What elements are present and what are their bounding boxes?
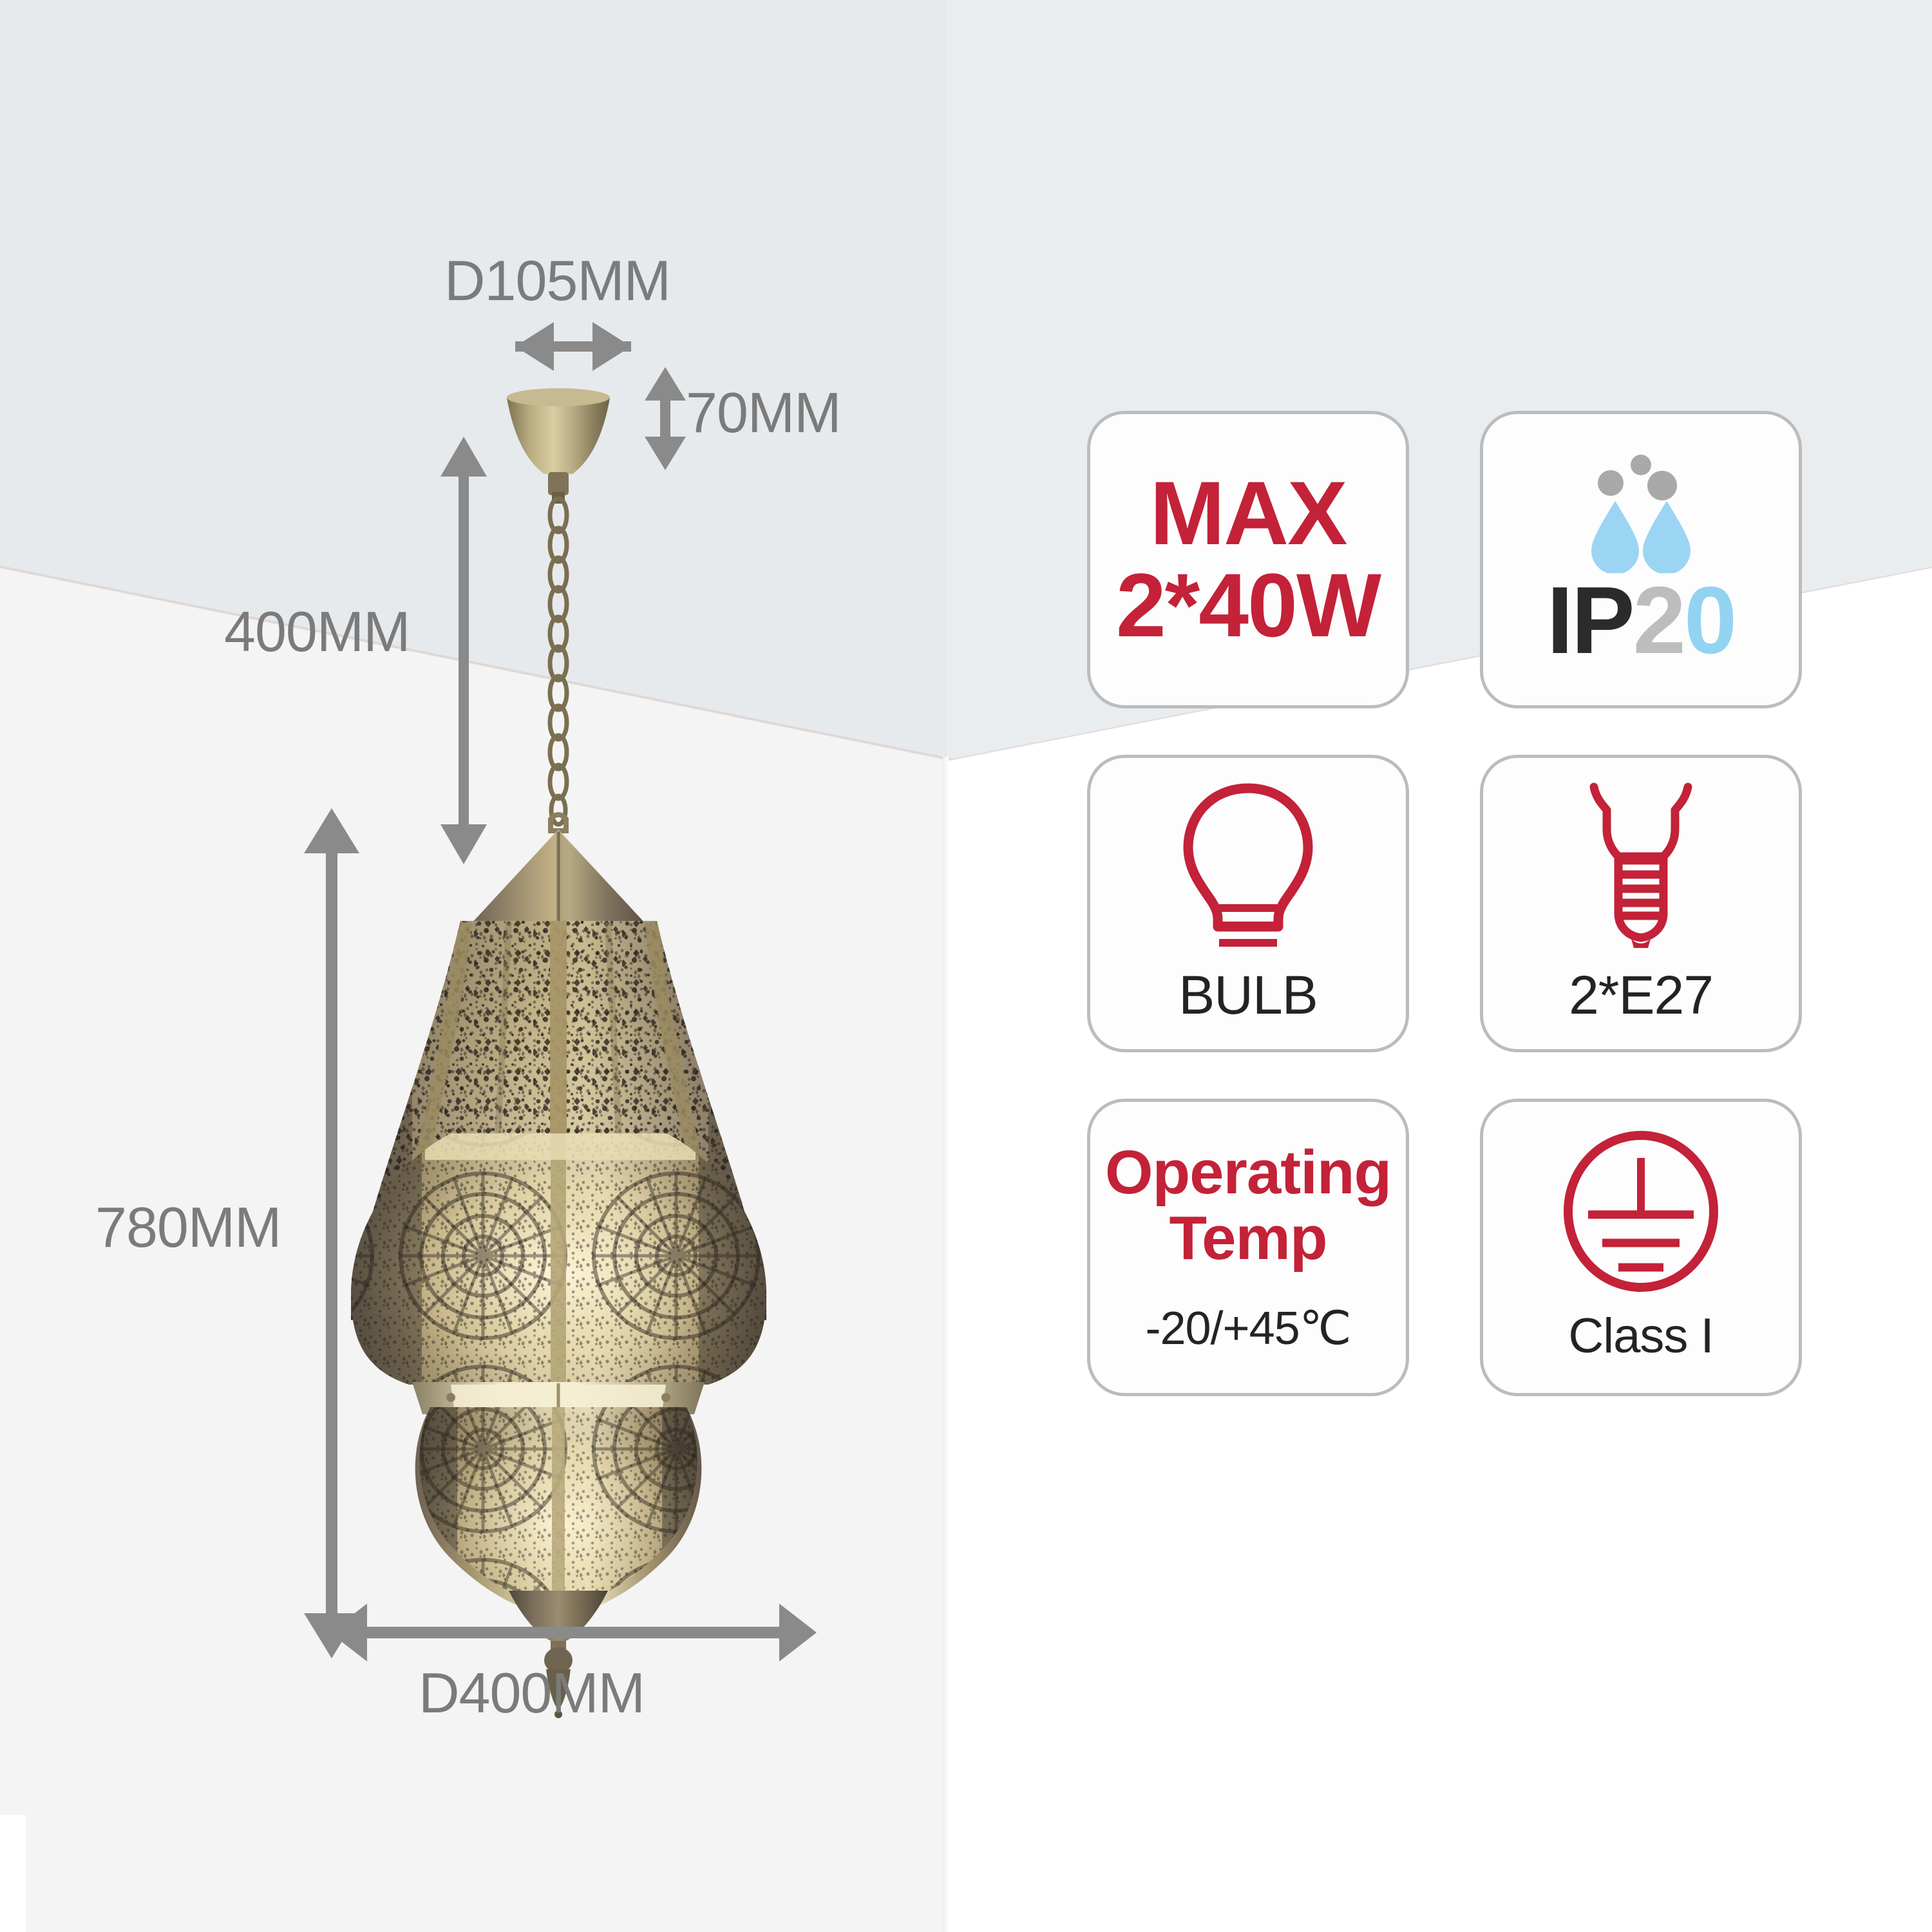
wall-corner-edge <box>943 757 949 1932</box>
operating-temp-value: -20/+45℃ <box>1145 1302 1351 1354</box>
water-drops-icon <box>1591 455 1690 573</box>
lamp-illuminated-dome <box>351 1133 766 1385</box>
dimension-label-fixture-diameter: D400MM <box>419 1661 645 1725</box>
ip-liquids-digit: 0 <box>1683 567 1737 674</box>
suspension-chain <box>547 496 569 827</box>
bottom-finial <box>544 1641 573 1718</box>
dimension-label-fixture-height: 780MM <box>95 1195 281 1259</box>
dimension-label-canopy-diameter: D105MM <box>444 249 671 312</box>
e27-screw-base-icon <box>1589 782 1692 948</box>
earth-ground-icon <box>1564 1131 1718 1292</box>
lamp-lower-bulb <box>415 1407 702 1643</box>
bulb-label: BULB <box>1179 965 1318 1025</box>
operating-temp-title-line1: Operating <box>1104 1138 1392 1208</box>
ip-solids-digit: 2 <box>1633 567 1686 674</box>
operating-temp-title: Operating Temp <box>1104 1138 1392 1273</box>
light-bulb-icon <box>1183 783 1313 947</box>
ip-rating-text: IP 2 0 <box>1546 567 1737 674</box>
operating-temp-title-line2: Temp <box>1169 1204 1328 1273</box>
badge-bulb-type[interactable]: BULB <box>1087 755 1409 1052</box>
dimension-label-chain-drop: 400MM <box>224 600 410 663</box>
badge-max-power[interactable]: MAX 2*40W <box>1087 411 1409 708</box>
protection-class-label: Class I <box>1568 1309 1714 1363</box>
lamp-roof-cap <box>465 829 652 935</box>
spec-badge-grid: MAX 2*40W IP 2 0 <box>1087 411 1815 1396</box>
max-power-line1: MAX <box>1150 462 1347 564</box>
badge-protection-class[interactable]: Class I <box>1480 1099 1802 1396</box>
ceiling-canopy <box>507 388 610 504</box>
mid-brass-band <box>412 1382 705 1414</box>
badge-operating-temp[interactable]: Operating Temp -20/+45℃ <box>1087 1099 1409 1396</box>
chain-hook <box>548 812 569 833</box>
socket-label: 2*E27 <box>1569 965 1714 1025</box>
badge-ip-rating[interactable]: IP 2 0 <box>1480 411 1802 708</box>
badge-socket-type[interactable]: 2*E27 <box>1480 755 1802 1052</box>
ip-prefix: IP <box>1546 567 1635 674</box>
floor-corner <box>0 1815 26 1932</box>
dimension-label-canopy-height: 70MM <box>686 381 841 444</box>
max-power-line2: 2*40W <box>1115 554 1381 656</box>
